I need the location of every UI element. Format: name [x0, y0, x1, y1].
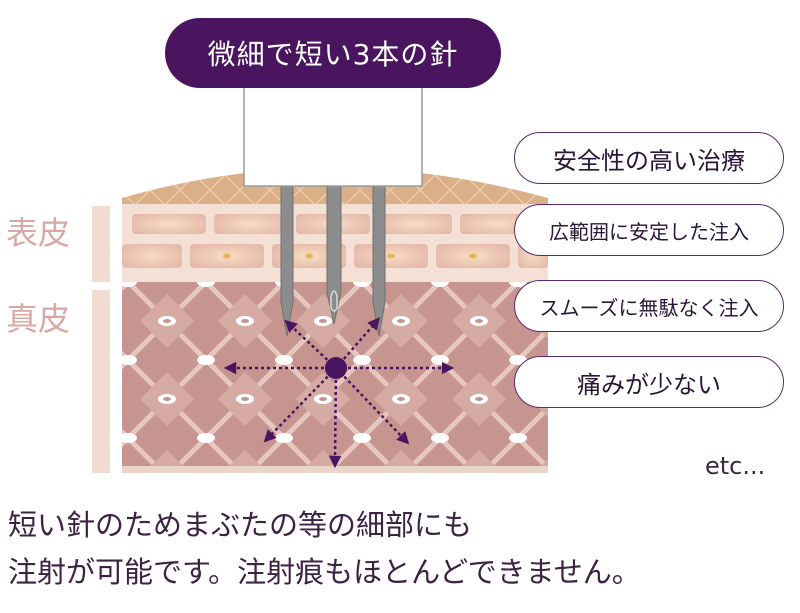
- dermis-label: 真皮: [6, 300, 71, 338]
- caption-line-1: 短い針のためまぶたの等の細部にも: [8, 508, 473, 542]
- benefit-less-pain: 痛みが少ない: [514, 356, 784, 408]
- injector-device: [243, 77, 423, 187]
- dermis-bottom-edge: [122, 466, 548, 473]
- epidermis-label: 表皮: [6, 214, 71, 252]
- dermis-bracket: [92, 290, 110, 473]
- benefit-smooth: スムーズに無駄なく注入: [514, 280, 784, 332]
- title-badge: 微細で短い3本の針: [165, 18, 501, 88]
- injection-point: [325, 357, 347, 379]
- needle-left: [280, 185, 294, 337]
- needle-right: [372, 185, 386, 337]
- caption-line-2: 注射が可能です。注射痕もほとんどできません。: [8, 555, 641, 589]
- benefit-safety: 安全性の高い治療: [514, 132, 784, 184]
- injection-spread: [223, 317, 455, 469]
- needle-center: [326, 185, 342, 325]
- etc-label: etc...: [705, 452, 766, 480]
- epidermis-bracket: [92, 206, 110, 282]
- benefit-wide-range: 広範囲に安定した注入: [514, 204, 784, 256]
- caption: 短い針のためまぶたの等の細部にも 注射が可能です。注射痕もほとんどできません。: [8, 502, 641, 596]
